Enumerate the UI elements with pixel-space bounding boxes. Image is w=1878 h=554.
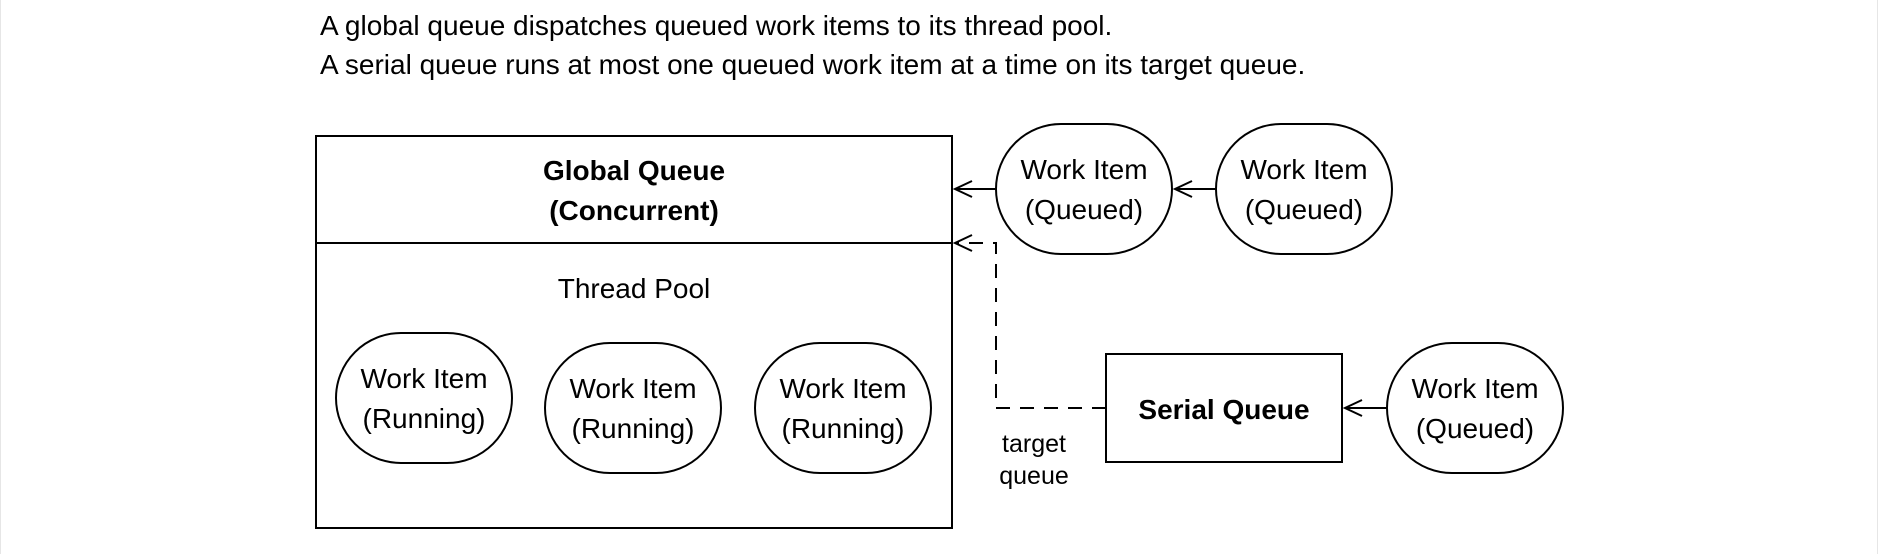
global-queue-title-line-1: Global Queue	[542, 155, 726, 186]
queued-item-2-line-2: (Queued)	[1244, 194, 1364, 225]
serial-queue-box	[1105, 353, 1343, 463]
queued-item-2-line-1: Work Item	[1240, 154, 1368, 185]
queued-item-1-line-1: Work Item	[1020, 154, 1148, 185]
running-item-node-2	[544, 342, 722, 474]
target-queue-label: target queue	[974, 428, 1094, 492]
global-queue-title-line-2: (Concurrent)	[549, 195, 719, 226]
caption-line-1: A global queue dispatches queued work it…	[320, 10, 1113, 41]
queued-item-1: Work Item (Queued)	[996, 150, 1172, 230]
running-item-3-line-1: Work Item	[779, 373, 907, 404]
queued-item-1-line-2: (Queued)	[1024, 194, 1144, 225]
running-item-3: Work Item (Running)	[755, 369, 931, 449]
running-item-1-line-2: (Running)	[362, 403, 486, 434]
serial-queue-label: Serial Queue	[1138, 394, 1310, 425]
running-item-1: Work Item (Running)	[336, 359, 512, 439]
target-queue-label-line-2: queue	[999, 462, 1069, 490]
running-item-1-line-1: Work Item	[360, 363, 488, 394]
frame-edge-left	[0, 0, 1, 554]
arrow-queued-to-queued	[1172, 180, 1216, 198]
thread-pool-label: Thread Pool	[557, 273, 711, 304]
arrow-queued-to-global	[952, 180, 996, 198]
running-item-2-line-2: (Running)	[571, 413, 695, 444]
queued-item-serial-line-2: (Queued)	[1415, 413, 1535, 444]
global-queue-title: Global Queue (Concurrent)	[316, 151, 952, 231]
arrow-queued-to-serial	[1342, 399, 1387, 417]
arrow-target-queue	[952, 234, 1106, 409]
queued-item-serial-line-1: Work Item	[1411, 373, 1539, 404]
running-item-node-1	[335, 332, 513, 464]
queued-item-2: Work Item (Queued)	[1216, 150, 1392, 230]
queued-item-serial: Work Item (Queued)	[1387, 369, 1563, 449]
running-item-2-line-1: Work Item	[569, 373, 697, 404]
target-queue-label-line-1: target	[1002, 430, 1066, 458]
caption-line-2: A serial queue runs at most one queued w…	[320, 49, 1306, 80]
running-item-2: Work Item (Running)	[545, 369, 721, 449]
global-queue-box	[315, 135, 953, 529]
running-item-node-3	[754, 342, 932, 474]
running-item-3-line-2: (Running)	[781, 413, 905, 444]
